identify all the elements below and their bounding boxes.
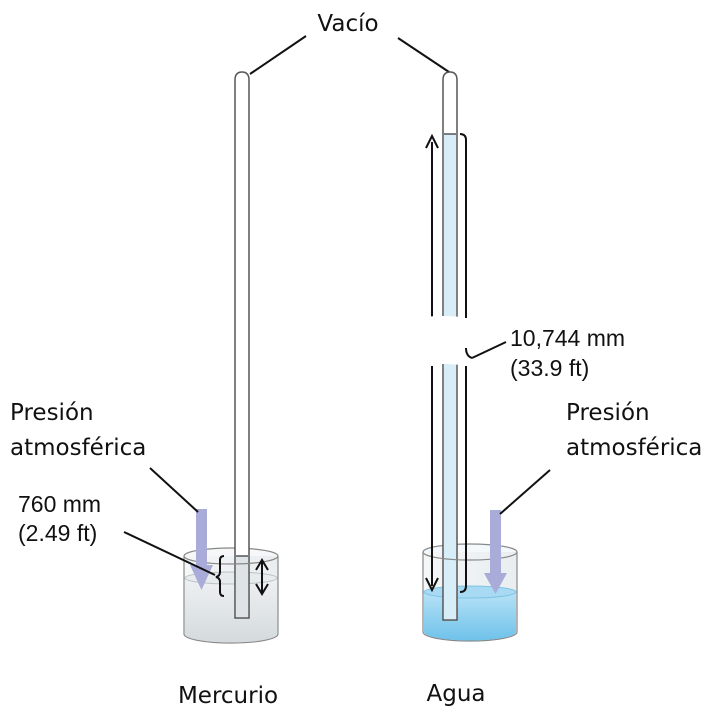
right-pressure-label-line2: atmosférica — [566, 435, 702, 461]
left-pressure-arrow-shaft — [196, 509, 207, 567]
mercury-height-bracket — [215, 555, 225, 597]
water-liquid-surface — [423, 585, 517, 599]
mercury-beaker-rim-front — [183, 555, 279, 565]
water-height-bracket-lower — [459, 366, 467, 593]
water-height-label-line1: 10,744 mm — [510, 325, 625, 351]
water-beaker-rim-front — [422, 551, 518, 561]
water-barometer — [418, 71, 518, 642]
mercury-height-arrow-down — [255, 583, 269, 596]
mercury-liquid — [185, 578, 277, 643]
water-height-bracket-tip — [465, 347, 473, 359]
mercury-tube — [234, 71, 250, 619]
right-pressure-arrow-shaft — [490, 510, 501, 575]
water-column — [444, 134, 456, 619]
mercury-column — [236, 556, 248, 617]
water-liquid — [424, 592, 516, 641]
water-height-arrow-down — [425, 577, 439, 593]
mercury-height-label-line2: (2.49 ft) — [18, 520, 97, 546]
right-pressure-arrow-head — [484, 573, 507, 594]
vacuum-label: Vacío — [317, 11, 378, 37]
vacuum-leader-left — [249, 35, 307, 75]
mercury-barometer — [183, 71, 279, 644]
water-label: Agua — [426, 681, 485, 707]
water-height-label-line2: (33.9 ft) — [510, 355, 589, 381]
mercury-height-leader — [123, 531, 216, 576]
vacuum-leader-right — [397, 37, 453, 75]
water-height-bracket-upper — [459, 133, 467, 318]
mercury-label: Mercurio — [178, 683, 278, 709]
left-pressure-leader — [149, 467, 199, 513]
mercury-height-arrow-up — [255, 558, 269, 571]
water-column-break — [418, 316, 470, 366]
water-height-arrow-up — [425, 133, 439, 149]
right-pressure-leader — [499, 469, 551, 515]
left-pressure-label-line2: atmosférica — [10, 435, 146, 461]
water-height-leader — [471, 341, 507, 359]
right-pressure-label-line1: Presión — [566, 400, 650, 426]
mercury-height-label-line1: 760 mm — [18, 491, 101, 517]
left-pressure-label-line1: Presión — [10, 400, 94, 426]
